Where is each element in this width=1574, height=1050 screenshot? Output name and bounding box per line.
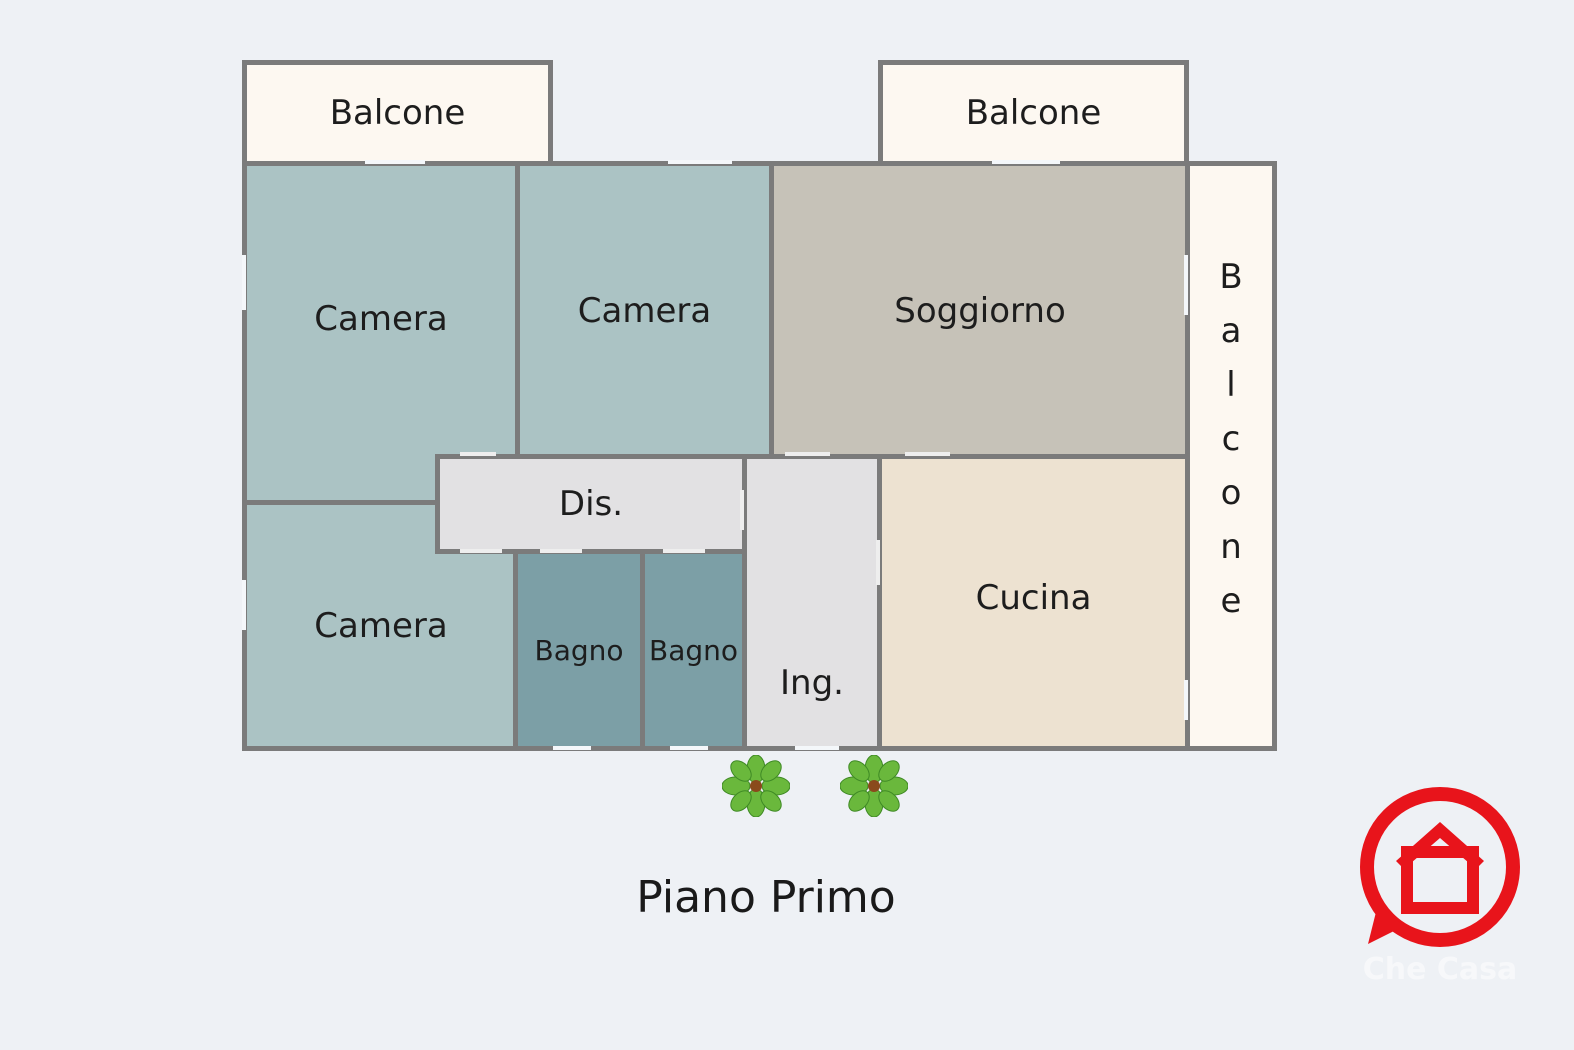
room-ing: Ing.: [742, 454, 882, 751]
house-logo-icon: [1360, 787, 1520, 947]
room-camera-2: Camera: [515, 161, 774, 460]
room-label: Cucina: [975, 577, 1092, 618]
room-label: Camera: [314, 299, 448, 339]
room-dis: Dis.: [435, 454, 747, 554]
plant-icon: [840, 755, 908, 817]
window: [365, 160, 425, 164]
room-bagno-1: Bagno: [513, 549, 645, 751]
window: [668, 160, 732, 164]
room-label: Ing.: [780, 662, 844, 703]
door: [663, 549, 705, 553]
door: [905, 452, 950, 456]
window: [242, 580, 246, 630]
room-label: Soggiorno: [894, 290, 1066, 331]
room-label: Camera: [314, 605, 448, 646]
door: [460, 549, 502, 553]
room-label: Camera: [577, 290, 712, 331]
room-balcone-right: Balcone: [1185, 161, 1277, 751]
door: [785, 452, 830, 456]
window: [1184, 680, 1188, 720]
floor-label: Piano Primo: [636, 872, 896, 923]
door: [876, 540, 880, 585]
window: [992, 160, 1060, 164]
room-label: Balcone: [1211, 257, 1251, 635]
plant-icon: [722, 755, 790, 817]
door: [540, 549, 582, 553]
room-balcone-top-left: Balcone: [242, 60, 553, 166]
window: [1184, 255, 1188, 315]
room-label: Dis.: [558, 484, 624, 524]
window: [553, 746, 591, 750]
room-bagno-2: Bagno: [640, 549, 747, 751]
room-label: Bagno: [648, 633, 739, 667]
window: [242, 255, 246, 310]
logo-text: Che Casa: [1362, 952, 1518, 987]
room-label: Balcone: [965, 93, 1102, 133]
window: [795, 746, 839, 750]
room-soggiorno: Soggiorno: [769, 161, 1191, 460]
room-cucina: Cucina: [877, 454, 1190, 751]
room-balcone-top-right: Balcone: [878, 60, 1189, 166]
door: [740, 490, 744, 530]
window: [670, 746, 708, 750]
door: [460, 452, 496, 456]
room-label: Balcone: [329, 93, 466, 133]
room-label: Bagno: [534, 633, 624, 667]
